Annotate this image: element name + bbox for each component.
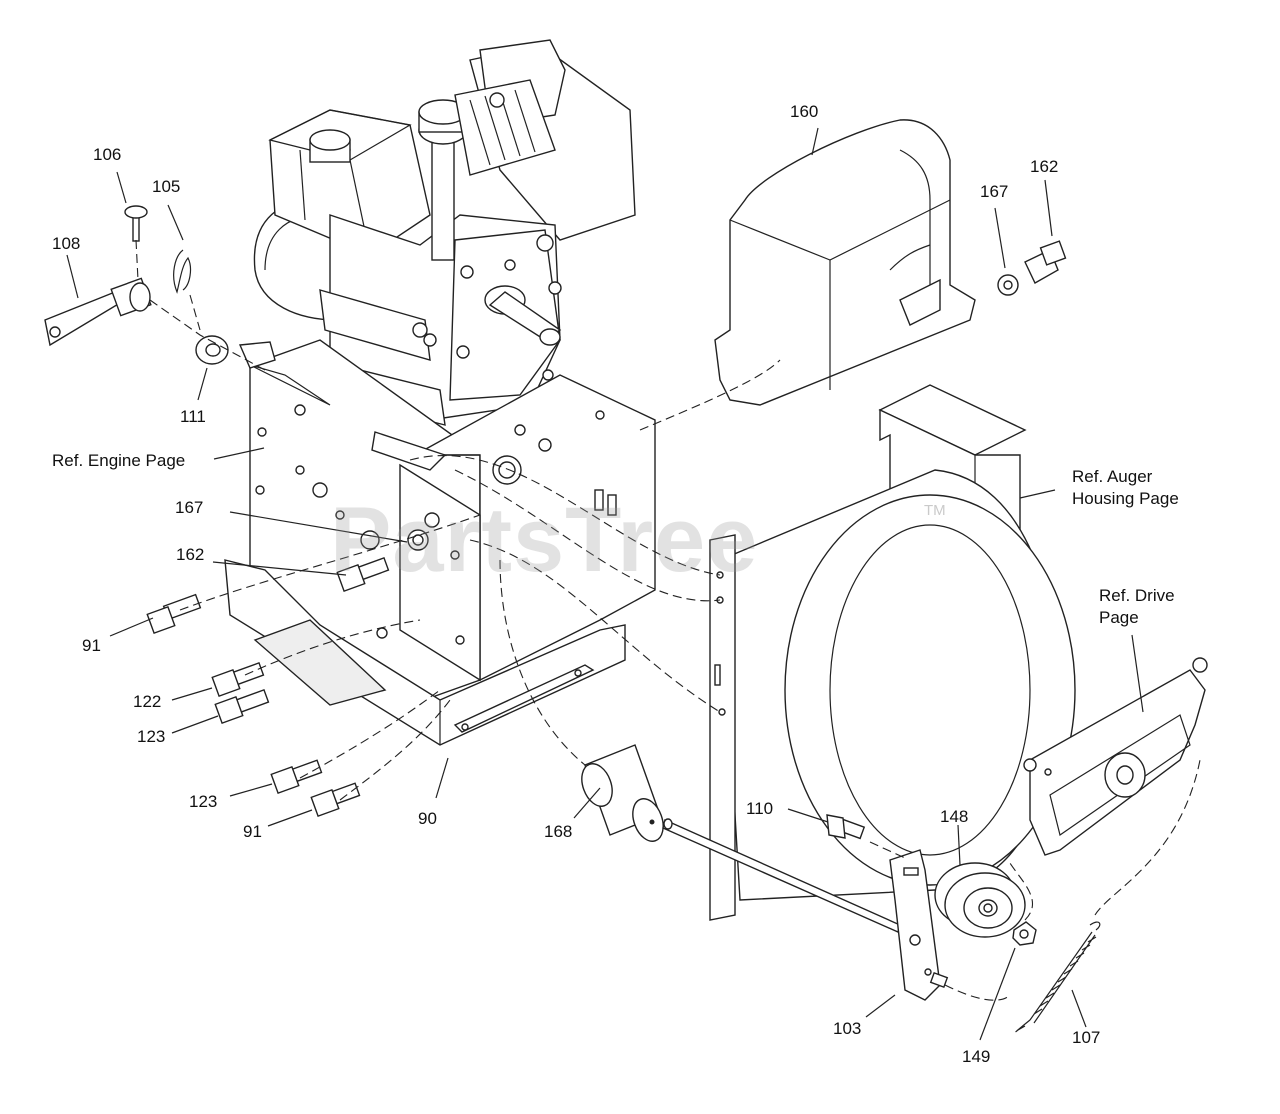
callout-162-top: 162 bbox=[1030, 157, 1059, 176]
bolts-left bbox=[146, 556, 390, 818]
callout-106: 106 bbox=[93, 145, 122, 164]
callout-162-mid: 162 bbox=[176, 545, 205, 564]
callout-167-mid: 167 bbox=[175, 498, 204, 517]
callout-110: 110 bbox=[746, 799, 774, 818]
clevis-pin-106 bbox=[124, 205, 148, 242]
roller-168 bbox=[581, 744, 664, 842]
callout-160: 160 bbox=[790, 102, 819, 121]
callout-122: 122 bbox=[133, 692, 162, 711]
idler-bracket-103 bbox=[889, 849, 949, 1001]
trademark: TM bbox=[924, 502, 946, 519]
washer-111 bbox=[195, 335, 229, 365]
auger-housing-illustration bbox=[709, 384, 1076, 921]
callout-149: 149 bbox=[962, 1047, 991, 1066]
assembly-lines bbox=[135, 239, 1201, 1001]
callout-168: 168 bbox=[544, 822, 573, 841]
ref-engine-page: Ref. Engine Page bbox=[52, 451, 186, 470]
washer-167-top bbox=[997, 274, 1019, 296]
drive-bracket-illustration bbox=[1023, 657, 1208, 856]
leader-lines bbox=[66, 127, 1144, 1041]
callout-148: 148 bbox=[940, 807, 969, 826]
ref-drive-page: Ref. Drive Page bbox=[1099, 585, 1175, 629]
callout-167-top: 167 bbox=[980, 182, 1009, 201]
callout-91-bottom: 91 bbox=[243, 822, 262, 841]
ref-drive-line2: Page bbox=[1099, 608, 1139, 627]
spring-107 bbox=[1015, 921, 1101, 1033]
frame-illustration bbox=[224, 339, 656, 746]
ref-auger-housing-page: Ref. Auger Housing Page bbox=[1072, 466, 1179, 510]
callout-107: 107 bbox=[1072, 1028, 1101, 1047]
callout-90: 90 bbox=[418, 809, 437, 828]
bolt-110 bbox=[826, 814, 866, 840]
callout-103: 103 bbox=[833, 1019, 862, 1038]
callout-123-a: 123 bbox=[137, 727, 166, 746]
nut-149 bbox=[1012, 921, 1037, 946]
chute-cover-illustration bbox=[714, 119, 976, 406]
hairpin-105 bbox=[173, 249, 192, 294]
ref-auger-line2: Housing Page bbox=[1072, 489, 1179, 508]
watermark: PartsTree bbox=[330, 489, 759, 591]
ref-drive-line1: Ref. Drive bbox=[1099, 586, 1175, 605]
callout-108: 108 bbox=[52, 234, 81, 253]
callout-123-b: 123 bbox=[189, 792, 218, 811]
callout-111: 111 bbox=[180, 407, 206, 426]
ref-auger-line1: Ref. Auger bbox=[1072, 467, 1153, 486]
pin-108 bbox=[44, 277, 152, 347]
callout-105: 105 bbox=[152, 177, 181, 196]
pulley-148 bbox=[934, 862, 1026, 938]
callout-91-top: 91 bbox=[82, 636, 101, 655]
bolt-162-top bbox=[1024, 240, 1067, 284]
